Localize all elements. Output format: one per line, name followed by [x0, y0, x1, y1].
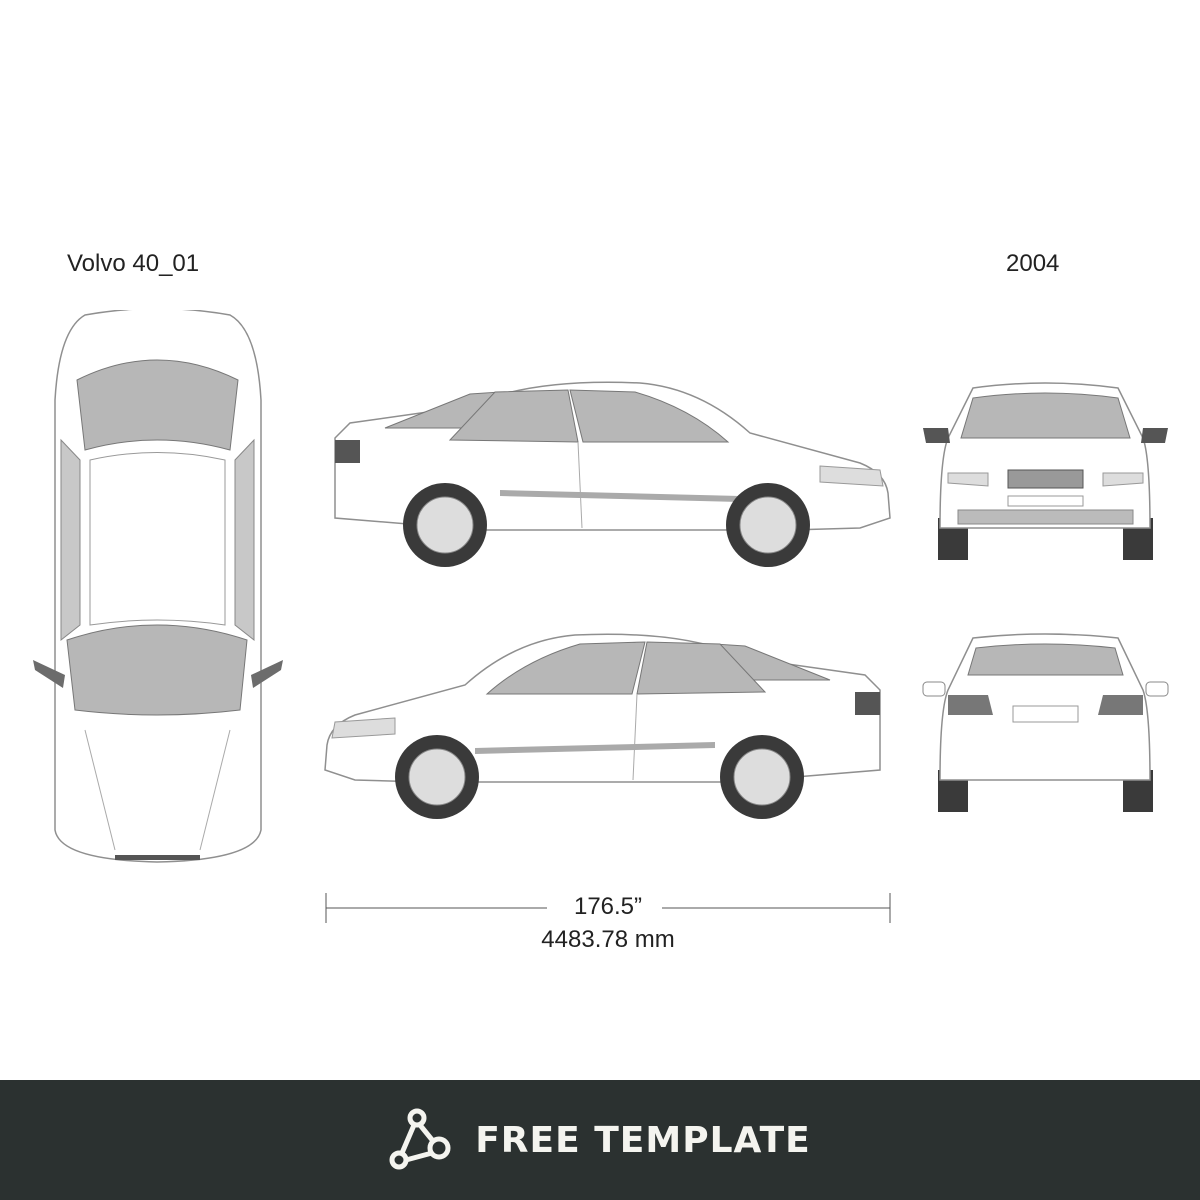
car-rear-view	[922, 633, 1169, 812]
footer-label: FREE TEMPLATE	[475, 1119, 811, 1161]
year-label: 2004	[1006, 250, 1060, 277]
car-top-view	[33, 310, 283, 863]
model-title: Volvo 40_01	[67, 250, 200, 277]
triangle-nodes-icon	[389, 1108, 451, 1170]
dimension-millimeters: 4483.78 mm	[541, 926, 675, 953]
dimension-inches: 176.5”	[573, 893, 643, 920]
car-side-view-left	[324, 633, 881, 819]
footer-banner: FREE TEMPLATE	[0, 1080, 1200, 1200]
dimension-line	[325, 893, 891, 923]
car-side-view-right	[334, 381, 891, 567]
car-front-view	[923, 382, 1168, 560]
